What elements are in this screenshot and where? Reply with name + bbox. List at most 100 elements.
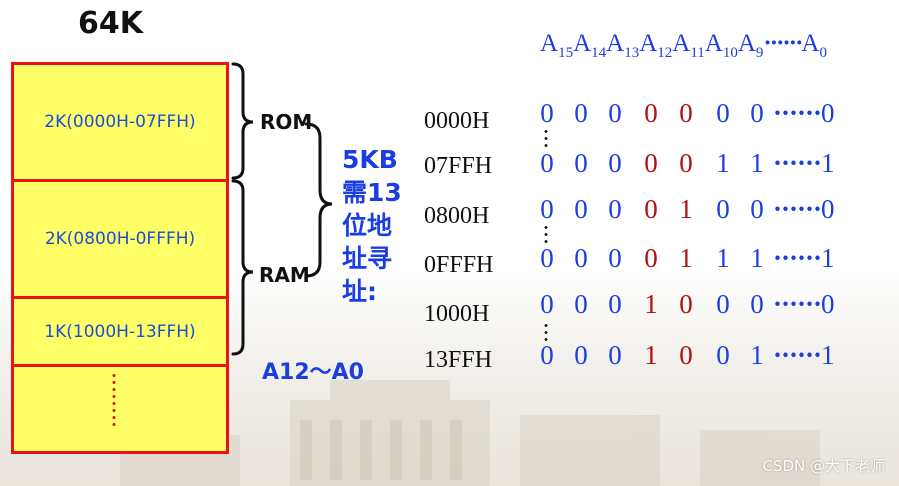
bit-value: 0	[750, 194, 764, 224]
bit-value-a0: 0	[821, 194, 835, 224]
memory-block-ram-2k: 2K(0800H-0FFFH)	[11, 179, 229, 299]
bit-value: 0	[608, 340, 622, 370]
bit-value: 0	[540, 289, 554, 319]
note-line: 址:	[342, 277, 377, 306]
bit-value: 0	[716, 340, 730, 370]
bit-value: 1	[750, 243, 764, 273]
memory-block-label: 2K(0800H-0FFFH)	[44, 229, 196, 249]
continuation-dots	[112, 372, 116, 428]
bit-header-ellipsis: ······	[763, 30, 803, 57]
bit-value: 0	[644, 243, 658, 273]
bit-tail: ······1	[773, 340, 835, 371]
watermark: CSDN @大下老师	[762, 457, 885, 475]
total-brace	[304, 122, 333, 278]
row-dots	[544, 224, 548, 246]
memory-block-ram-1k: 1K(1000H-13FFH)	[11, 296, 229, 367]
memory-block-rom: 2K(0000H-07FFH)	[11, 62, 229, 182]
bit-value: 1	[716, 243, 730, 273]
bit-value: 0	[716, 98, 730, 128]
bit-header-a11: A11	[672, 30, 705, 61]
bit-value: 0	[644, 98, 658, 128]
memory-block-label: 1K(1000H-13FFH)	[44, 321, 196, 342]
bit-value: 0	[716, 194, 730, 224]
bit-value: 0	[574, 194, 588, 224]
bit-value: 0	[750, 289, 764, 319]
bit-value: 1	[644, 340, 658, 370]
page-title: 64K	[78, 6, 143, 41]
address-1000h: 1000H	[424, 301, 490, 327]
bit-tail: ······1	[773, 148, 835, 179]
bit-header-a12: A12	[639, 30, 673, 61]
bit-ellipsis: ······	[773, 340, 822, 370]
rom-label: ROM	[260, 110, 313, 134]
bit-value: 0	[540, 340, 554, 370]
address-0800h: 0800H	[424, 203, 490, 229]
bit-value: 0	[574, 243, 588, 273]
bit-value: 0	[716, 289, 730, 319]
address-bit-header: A15A14A13A12A11A10A9······A0	[540, 30, 827, 62]
bit-value: 1	[679, 194, 693, 224]
note-line: 需13	[342, 178, 402, 207]
bit-value: 0	[574, 289, 588, 319]
bit-value: 0	[608, 98, 622, 128]
rom-brace	[231, 62, 254, 180]
bit-tail: ······0	[773, 194, 835, 225]
bit-value: 0	[679, 289, 693, 319]
bit-header-a13: A13	[606, 30, 640, 61]
bit-value-a0: 0	[821, 98, 835, 128]
bit-value: 1	[716, 148, 730, 178]
bit-header-a14: A14	[573, 30, 607, 61]
bit-header-a10: A10	[704, 30, 738, 61]
address-0000h: 0000H	[424, 108, 490, 134]
bit-value: 1	[679, 243, 693, 273]
bit-value: 0	[574, 340, 588, 370]
address-13ffh: 13FFH	[424, 347, 493, 373]
bit-ellipsis: ······	[773, 148, 822, 178]
bit-value: 0	[644, 148, 658, 178]
ram-brace	[231, 179, 254, 356]
ram-label: RAM	[259, 263, 310, 287]
bit-header-a0: A0	[801, 30, 827, 61]
bit-value: 0	[608, 289, 622, 319]
bit-value: 0	[574, 148, 588, 178]
bit-ellipsis: ······	[773, 194, 822, 224]
bit-ellipsis: ······	[773, 98, 822, 128]
bit-header-a9: A9	[737, 30, 764, 61]
bit-value-a0: 0	[821, 289, 835, 319]
bit-value: 0	[540, 98, 554, 128]
row-dots	[544, 322, 548, 344]
bit-ellipsis: ······	[773, 289, 822, 319]
bit-tail: ······0	[773, 289, 835, 320]
bit-value: 0	[644, 194, 658, 224]
memory-block-label: 2K(0000H-07FFH)	[44, 112, 196, 132]
bit-value: 0	[608, 194, 622, 224]
bit-tail: ······0	[773, 98, 835, 129]
bit-value: 0	[679, 148, 693, 178]
bit-value: 0	[679, 340, 693, 370]
bit-value: 0	[540, 243, 554, 273]
bit-value: 1	[750, 340, 764, 370]
note-line: 5KB	[342, 145, 398, 174]
note-line: 位地	[342, 211, 393, 240]
bit-value: 1	[750, 148, 764, 178]
bit-value: 0	[540, 194, 554, 224]
address-note: 5KB 需13 位地 址寻 址:	[342, 143, 414, 308]
bit-value: 0	[679, 98, 693, 128]
bit-value: 1	[644, 289, 658, 319]
bit-value: 0	[608, 243, 622, 273]
bit-header-a15: A15	[540, 30, 574, 61]
note-line: 址寻	[342, 244, 393, 273]
row-dots	[544, 128, 548, 150]
address-07ffh: 07FFH	[424, 153, 493, 179]
bit-value: 0	[574, 98, 588, 128]
bit-value-a0: 1	[821, 243, 835, 273]
bit-value: 0	[750, 98, 764, 128]
memory-block-rest	[11, 364, 229, 454]
bit-value: 0	[540, 148, 554, 178]
address-0fffh: 0FFFH	[424, 252, 494, 278]
bit-value-a0: 1	[821, 340, 835, 370]
bit-value: 0	[608, 148, 622, 178]
background-building	[120, 380, 820, 486]
bit-value-a0: 1	[821, 148, 835, 178]
bit-ellipsis: ······	[773, 243, 822, 273]
